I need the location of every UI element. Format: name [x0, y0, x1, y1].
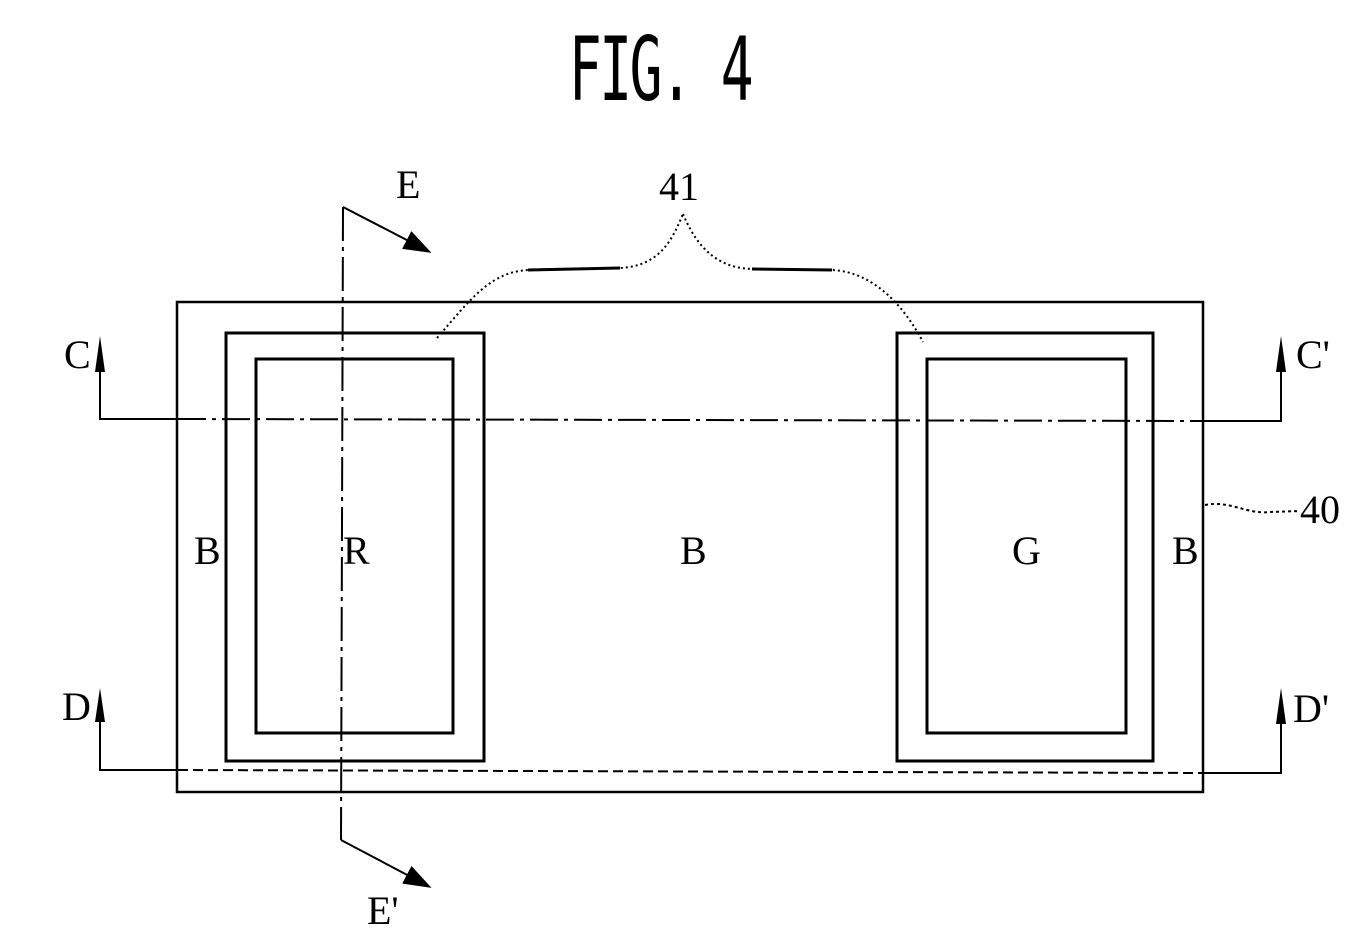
label-section-e-prime: E': [367, 888, 399, 933]
label-section-e: E: [396, 162, 420, 207]
label-region-g: G: [1012, 528, 1041, 573]
label-section-c-prime: C': [1296, 332, 1330, 377]
label-region-left-b: B: [194, 528, 221, 573]
label-section-d: D: [62, 684, 91, 729]
label-region-mid-b: B: [680, 528, 707, 573]
label-section-d-prime: D': [1293, 686, 1329, 731]
label-region-r: R: [343, 528, 370, 573]
label-section-c: C: [64, 332, 91, 377]
reference-leader-40: [1205, 504, 1300, 512]
reference-brace-41: [437, 214, 923, 342]
section-line-c: [95, 336, 1286, 421]
label-40: 40: [1300, 487, 1340, 532]
label-region-right-b: B: [1172, 528, 1199, 573]
label-41: 41: [659, 164, 699, 209]
